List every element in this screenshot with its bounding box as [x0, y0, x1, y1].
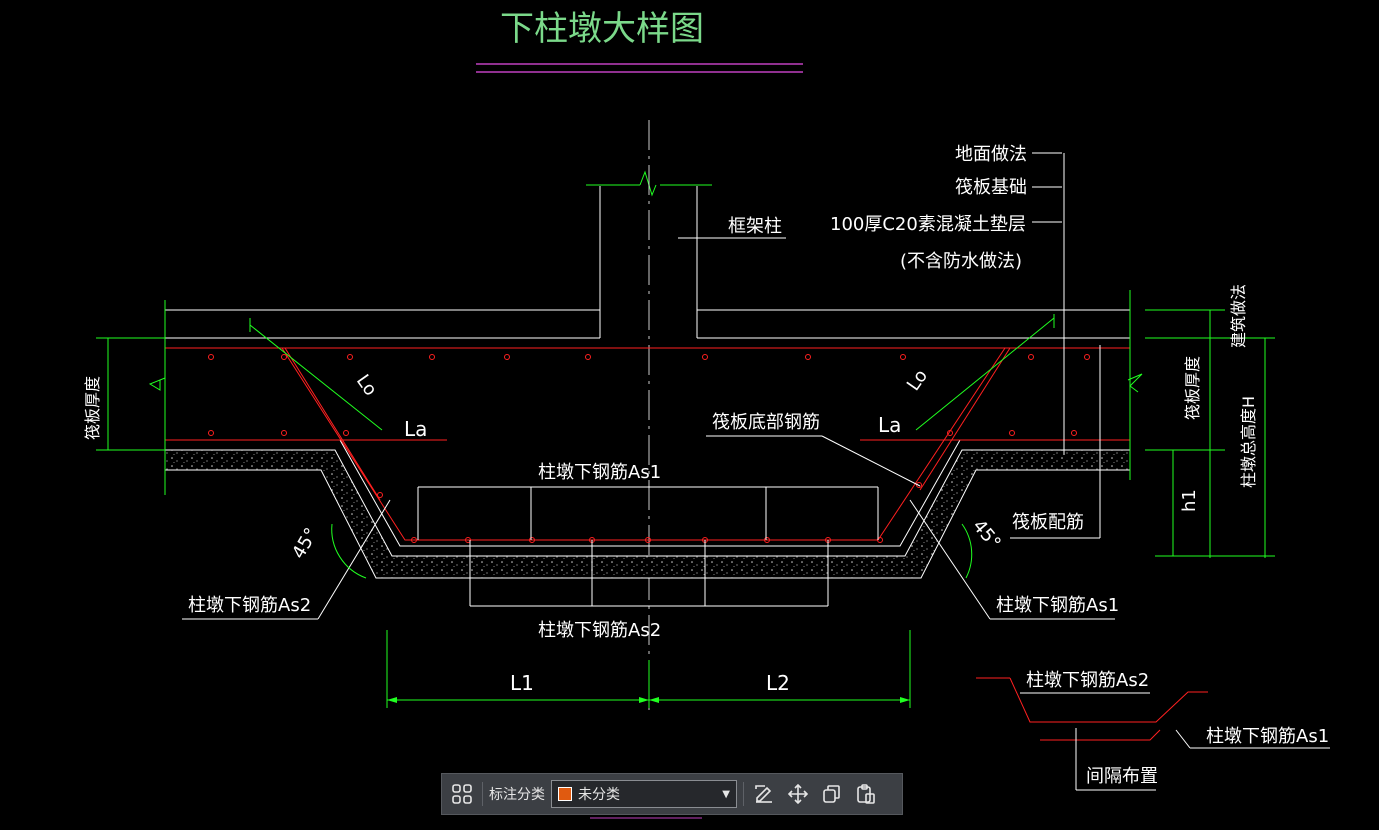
label-h1: h1 — [1179, 489, 1200, 512]
dimension-lines — [96, 290, 1275, 708]
label-raft-thickness-right: 筏板厚度 — [1183, 356, 1202, 420]
rebar-dots — [208, 354, 1090, 543]
drawing-title: 下柱墩大样图 — [500, 9, 704, 49]
label-as2-bottom: 柱墩下钢筋As2 — [538, 620, 661, 641]
annotation-toolbar: 标注分类 未分类 ▼ — [441, 773, 903, 815]
label-la-right: La — [878, 413, 901, 437]
move-icon[interactable] — [784, 780, 812, 808]
label-detail-spacing: 间隔布置 — [1086, 766, 1158, 787]
label-ground: 地面做法 — [955, 144, 1027, 165]
copy-icon[interactable] — [818, 780, 846, 808]
category-label: 标注分类 — [489, 787, 545, 803]
label-no-waterproof: (不含防水做法) — [900, 251, 1022, 272]
label-detail-as2: 柱墩下钢筋As2 — [1026, 670, 1149, 691]
category-color-swatch — [558, 787, 572, 801]
edit-icon[interactable] — [750, 780, 778, 808]
label-lo-right: Lo — [903, 366, 932, 395]
paste-icon[interactable] — [852, 780, 880, 808]
label-raft-rebar: 筏板配筋 — [1012, 512, 1084, 533]
frame-column — [586, 170, 712, 338]
label-building-surface: 建筑做法 — [1229, 284, 1248, 348]
label-la-left: La — [404, 417, 427, 441]
toolbar-divider — [743, 782, 744, 806]
apps-grid-icon[interactable] — [448, 780, 476, 808]
chevron-down-icon: ▼ — [722, 788, 730, 800]
label-as1-right: 柱墩下钢筋As1 — [996, 595, 1119, 616]
rebar-lines — [165, 347, 1208, 741]
label-frame-column: 框架柱 — [728, 216, 782, 237]
label-raft-bottom-rebar: 筏板底部钢筋 — [712, 412, 820, 433]
leader-lines — [182, 152, 1330, 791]
label-l1: L1 — [510, 671, 534, 695]
label-raft-thickness-left: 筏板厚度 — [83, 376, 102, 440]
category-value: 未分类 — [578, 787, 620, 803]
label-raft-foundation: 筏板基础 — [955, 177, 1027, 198]
dimension-arrows — [387, 697, 910, 703]
label-angle-left: 45° — [288, 524, 322, 562]
pit-outline — [339, 439, 961, 547]
label-l2: L2 — [766, 671, 790, 695]
slab-outline — [165, 309, 1130, 441]
toolbar-divider — [482, 782, 483, 806]
category-select[interactable]: 未分类 ▼ — [551, 780, 737, 808]
label-detail-as1: 柱墩下钢筋As1 — [1206, 726, 1329, 747]
label-pier-height: 柱墩总高度H — [1239, 396, 1258, 488]
label-lo-left: Lo — [352, 371, 381, 400]
label-as2-left: 柱墩下钢筋As2 — [188, 595, 311, 616]
label-cushion: 100厚C20素混凝土垫层 — [830, 214, 1026, 235]
label-as1-top: 柱墩下钢筋As1 — [538, 462, 661, 483]
label-angle-right: 45° — [968, 516, 1005, 554]
